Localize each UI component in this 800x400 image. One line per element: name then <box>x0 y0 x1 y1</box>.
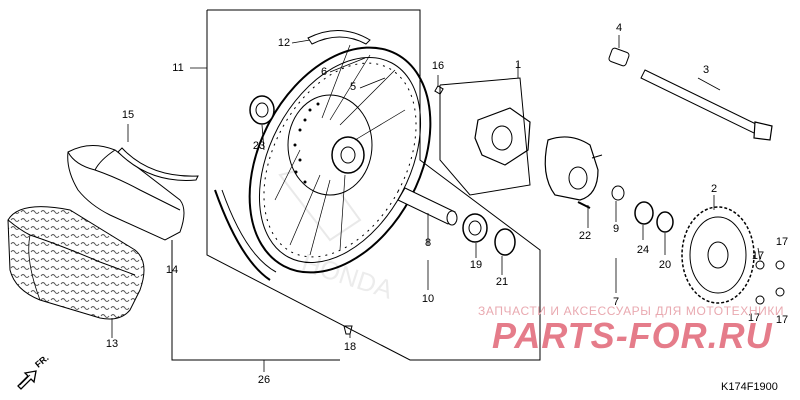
o-ring <box>494 228 516 256</box>
small-parts <box>343 47 785 335</box>
callout-17-c: 17 <box>747 312 761 324</box>
final-driven-damper <box>474 107 531 166</box>
callout-13: 13 <box>105 338 119 350</box>
callout-26: 26 <box>257 374 271 386</box>
callout-20: 20 <box>658 259 672 271</box>
callout-11: 11 <box>172 62 184 74</box>
callout-8: 8 <box>424 237 432 249</box>
tire <box>7 206 145 320</box>
rim-strip <box>117 147 199 181</box>
direction-label: FR. <box>33 353 51 370</box>
front-direction-arrow-icon: FR. <box>17 353 51 390</box>
callout-24: 24 <box>636 244 650 256</box>
rear-axle <box>640 69 773 141</box>
callout-23: 23 <box>252 140 266 152</box>
callout-17-a: 17 <box>751 250 765 262</box>
callout-21: 21 <box>495 276 509 288</box>
callout-15: 15 <box>121 109 135 121</box>
callout-18: 18 <box>343 341 357 353</box>
inner-tube <box>67 145 185 241</box>
callout-22: 22 <box>578 230 592 242</box>
leader-lines <box>111 35 761 372</box>
callout-19: 19 <box>469 259 483 271</box>
honda-watermark-word: HONDA <box>298 247 397 305</box>
driven-sprocket <box>681 206 755 304</box>
callout-7: 7 <box>612 296 620 308</box>
callout-3: 3 <box>702 64 710 76</box>
callout-12: 12 <box>277 37 291 49</box>
diagram-code: K174F1900 <box>721 381 778 393</box>
callout-4: 4 <box>615 22 623 34</box>
bearing-23 <box>249 95 275 125</box>
callout-10: 10 <box>421 293 435 305</box>
callout-16: 16 <box>431 60 445 72</box>
watermark-caption: ЗАПЧАСТИ И АКСЕССУАРЫ ДЛЯ МОТОТЕХНИКИ <box>478 304 785 318</box>
callout-1: 1 <box>514 59 522 71</box>
watermark-logo: PARTS-FOR.RU <box>492 315 773 356</box>
bearing-19 <box>462 213 488 243</box>
distance-collar <box>397 187 458 226</box>
callout-2: 2 <box>710 183 718 195</box>
callout-6: 6 <box>320 66 328 78</box>
wheel-hub <box>274 44 406 256</box>
callout-17-b: 17 <box>775 236 789 248</box>
callout-9: 9 <box>612 223 620 235</box>
rim-band <box>307 29 371 45</box>
callout-5: 5 <box>349 81 357 93</box>
callout-14: 14 <box>165 264 179 276</box>
driven-flange <box>544 136 603 201</box>
callout-17-d: 17 <box>775 314 789 326</box>
